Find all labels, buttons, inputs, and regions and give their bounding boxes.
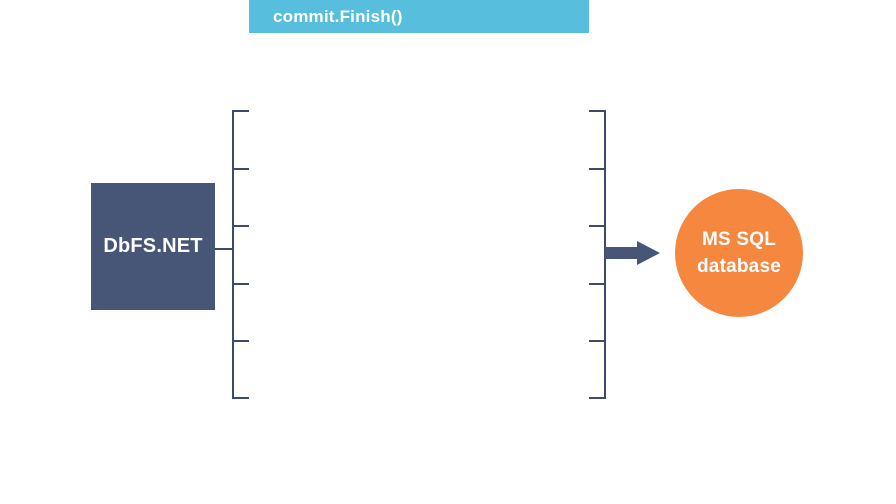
api-call-bar-finish: commit.Finish() bbox=[249, 0, 589, 33]
connector-line bbox=[232, 283, 249, 285]
connector-line bbox=[232, 168, 249, 170]
connector-line bbox=[215, 248, 232, 250]
connector-line bbox=[589, 110, 605, 112]
connector-line bbox=[232, 340, 249, 342]
connector-line bbox=[589, 340, 605, 342]
mssql-database-node: MS SQL database bbox=[675, 189, 803, 317]
connector-line bbox=[589, 225, 605, 227]
connector-line bbox=[232, 110, 249, 112]
arrow-right-icon bbox=[605, 247, 637, 259]
connector-line bbox=[589, 397, 605, 399]
dbfs-node: DbFS.NET bbox=[91, 183, 215, 310]
connector-line bbox=[589, 168, 605, 170]
dbfs-node-label: DbFS.NET bbox=[103, 235, 203, 257]
mssql-label-line1: MS SQL bbox=[701, 229, 777, 250]
arrow-right-icon bbox=[637, 241, 660, 265]
connector-line bbox=[589, 283, 605, 285]
mssql-label-line2: database bbox=[697, 256, 781, 277]
api-call-label: commit.Finish() bbox=[273, 6, 403, 26]
connector-line bbox=[232, 397, 249, 399]
connector-line bbox=[232, 110, 234, 399]
connector-line bbox=[232, 225, 249, 227]
